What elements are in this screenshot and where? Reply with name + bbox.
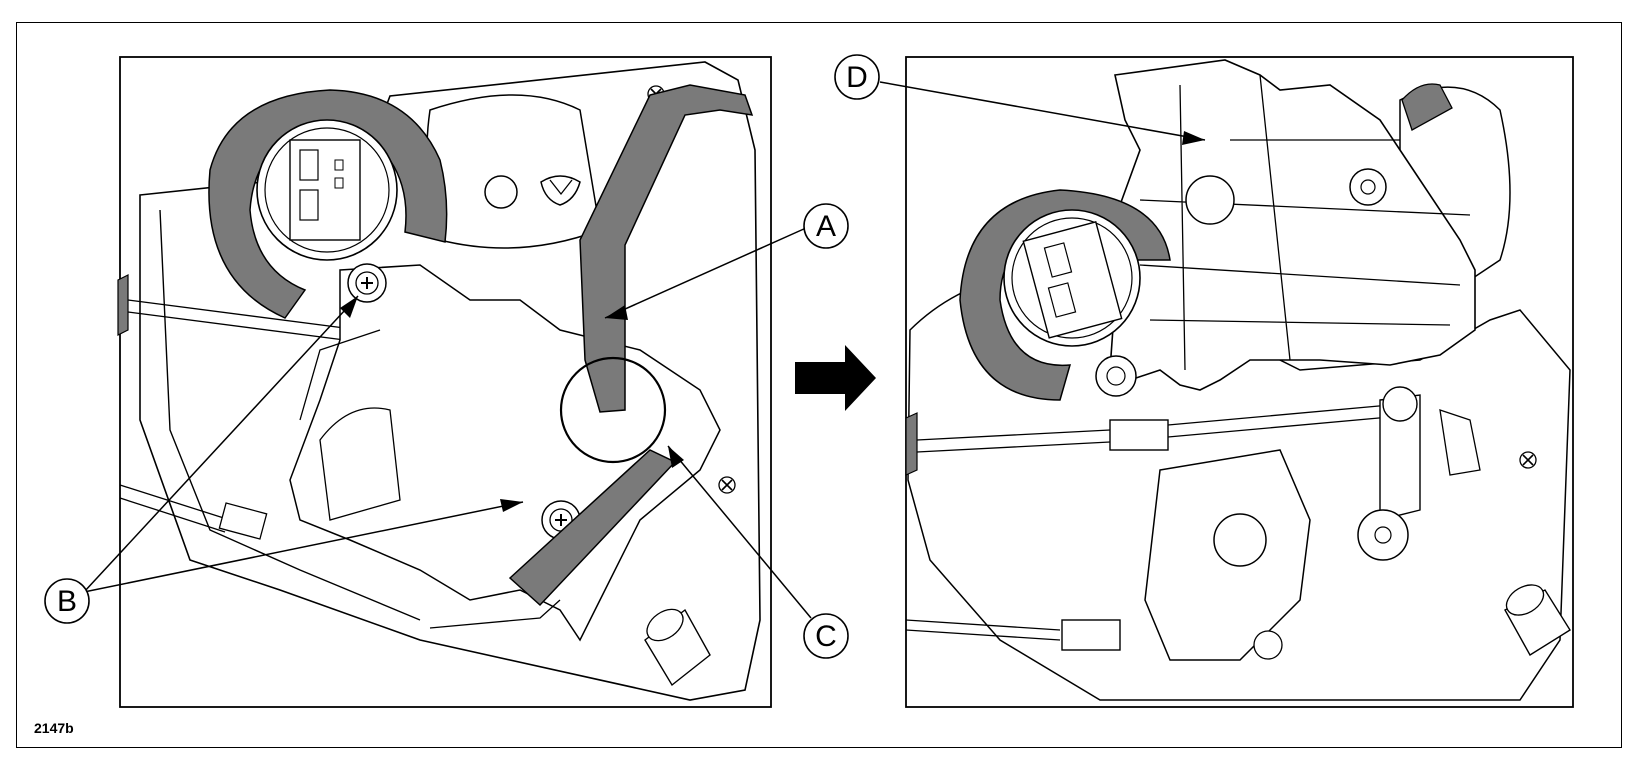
boss-round: [484, 175, 518, 209]
callout-a: [604, 203, 849, 320]
right-connector-ring-inner: [1011, 217, 1133, 339]
connector-pin-b: [299, 189, 319, 221]
right-cam-hub: [1213, 513, 1267, 567]
callout-label-c: C: [815, 620, 837, 653]
next-step-arrow-icon: [795, 345, 876, 411]
lower-wire: [429, 599, 561, 629]
right-lower-rod-clip: [1061, 619, 1121, 651]
outer-frame: [16, 22, 1622, 748]
connector-pin-a: [299, 149, 319, 181]
figure-code: 2147b: [34, 720, 74, 736]
right-rod: [916, 429, 1111, 453]
bracket-boss-hole: [1360, 179, 1376, 195]
callout-d: [834, 54, 1206, 145]
right-latch: [1439, 409, 1481, 476]
lever-cam: [319, 407, 401, 521]
connector-slot-a: [334, 159, 344, 171]
callout-label-b: B: [57, 585, 77, 618]
upper-lobe: [425, 94, 601, 249]
right-linkage-wheel-hole: [1374, 526, 1392, 544]
bracket-hub: [1185, 175, 1235, 225]
callout-c: [667, 445, 849, 659]
left-panel: A B C: [44, 56, 849, 708]
callout-label-a: A: [816, 210, 836, 243]
rod-end-left: [117, 274, 129, 336]
bracket-ribs: [1139, 74, 1471, 371]
right-rod-end: [905, 412, 918, 476]
right-lower-rod: [905, 619, 1061, 641]
right-linkage-top: [1382, 386, 1418, 422]
bracket-pivot-hole: [1106, 366, 1126, 386]
right-panel: D: [834, 54, 1574, 708]
callout-label-d: D: [846, 61, 868, 94]
connector-tape: [208, 89, 448, 319]
cylinder-stub: [644, 608, 711, 687]
right-rod-link: [1167, 404, 1391, 438]
housing-inner-edge: [159, 209, 421, 621]
screw-right-icon: [718, 476, 736, 494]
screw-b-upper-icon: [347, 263, 387, 303]
rod-lower-end: [218, 502, 268, 540]
rod-left: [127, 299, 361, 343]
highlight-circle: [559, 356, 667, 464]
lever-edge: [299, 329, 381, 421]
connector-ring-inner: [264, 127, 390, 253]
right-connector-pin-b: [1047, 282, 1077, 318]
rod-lower: [119, 484, 231, 533]
callout-b: [44, 295, 524, 624]
logo-mark: [549, 179, 573, 196]
right-cam-pin: [1253, 630, 1283, 660]
right-screw-icon: [1519, 451, 1537, 469]
right-tape-tab: [1401, 83, 1453, 131]
right-rod-clip: [1109, 419, 1169, 451]
right-connector-pin-a: [1043, 242, 1073, 278]
right-cylinder-stub: [1504, 584, 1571, 656]
tape-strip-a: [579, 84, 754, 413]
connector-slot-b: [334, 177, 344, 189]
